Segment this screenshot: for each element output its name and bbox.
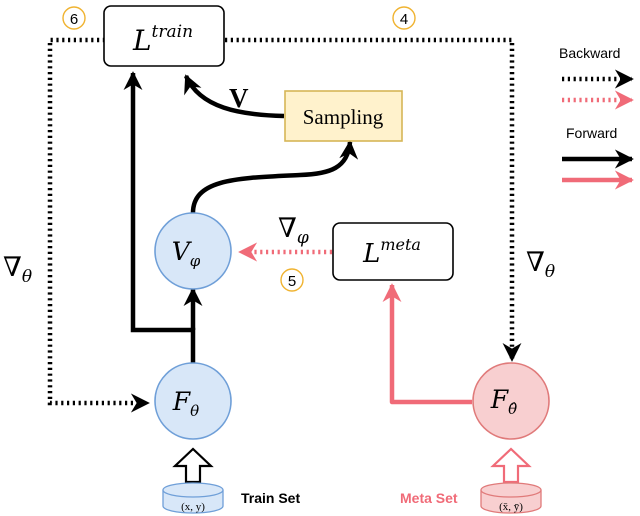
forward-edge-ftheta-to-ltrain — [123, 71, 196, 364]
l-train-node: Ltrain — [103, 5, 225, 67]
l-train-base: L — [132, 24, 152, 57]
svg-text:4: 4 — [400, 11, 408, 28]
f-theta-hat-sub: θ̂ — [508, 400, 517, 418]
sampling-label: Sampling — [303, 105, 384, 129]
grad-theta-left-label: ∇θ — [3, 252, 32, 287]
v-phi-base: V — [172, 237, 193, 266]
forward-edge-sampling-to-ltrain — [183, 74, 285, 119]
f-theta-hat-base: F — [490, 385, 510, 414]
v-phi-node: Vφ — [154, 212, 232, 290]
svg-text:6: 6 — [70, 11, 78, 28]
step-4-badge: 4 — [392, 6, 416, 30]
legend-backward-label: Backward — [559, 45, 620, 61]
svg-text:5: 5 — [288, 273, 296, 290]
train-input-arrow-icon — [172, 447, 214, 484]
grad-theta-right-sub: θ — [545, 262, 555, 282]
sampling-node: Sampling — [284, 90, 403, 142]
meta-set-label: Meta Set — [400, 490, 458, 506]
step-6-badge: 6 — [62, 6, 86, 30]
v-edge-label: V — [229, 83, 249, 113]
l-meta-node: Lmeta — [332, 222, 454, 281]
f-theta-node: Fθ — [154, 362, 232, 440]
f-theta-base: F — [172, 387, 192, 416]
l-train-sup: train — [152, 22, 193, 42]
meta-input-arrow-icon — [490, 447, 532, 484]
svg-text:Ltrain: Ltrain — [132, 22, 193, 57]
f-theta-hat-node: Fθ̂ — [472, 362, 550, 440]
forward-edge-fthetahat-to-lmeta — [382, 283, 472, 405]
l-meta-base: L — [362, 239, 380, 269]
train-set-database-icon: (x, y) — [162, 482, 224, 514]
svg-text:Fθ: Fθ — [172, 387, 199, 420]
train-set-content: (x, y) — [181, 501, 205, 513]
grad-phi-sub: φ — [297, 228, 309, 248]
meta-set-database-icon: (x̄, ȳ) — [480, 482, 542, 514]
l-meta-sup: meta — [380, 235, 421, 254]
grad-theta-right-label: ∇θ — [526, 247, 555, 282]
grad-phi-label: ∇φ — [278, 213, 309, 248]
svg-text:Vφ: Vφ — [172, 237, 201, 270]
forward-edge-vphi-to-sampling — [190, 140, 359, 215]
grad-theta-left-sub: θ — [22, 267, 32, 287]
legend-forward-label: Forward — [566, 125, 617, 141]
svg-text:Lmeta: Lmeta — [362, 235, 421, 269]
f-theta-sub: θ — [190, 402, 199, 420]
grad-phi-base: ∇ — [278, 213, 297, 244]
grad-theta-right-base: ∇ — [526, 247, 545, 278]
step-5-badge: 5 — [280, 268, 304, 292]
legend: Backward Forward — [559, 45, 634, 190]
train-set-label: Train Set — [241, 490, 300, 506]
svg-text:Fθ̂: Fθ̂ — [490, 385, 517, 418]
grad-theta-left-base: ∇ — [3, 252, 22, 283]
backward-edge-ltrain-to-fthetahat — [225, 37, 522, 362]
v-phi-sub: φ — [190, 252, 201, 270]
meta-set-content: (x̄, ȳ) — [499, 501, 523, 513]
